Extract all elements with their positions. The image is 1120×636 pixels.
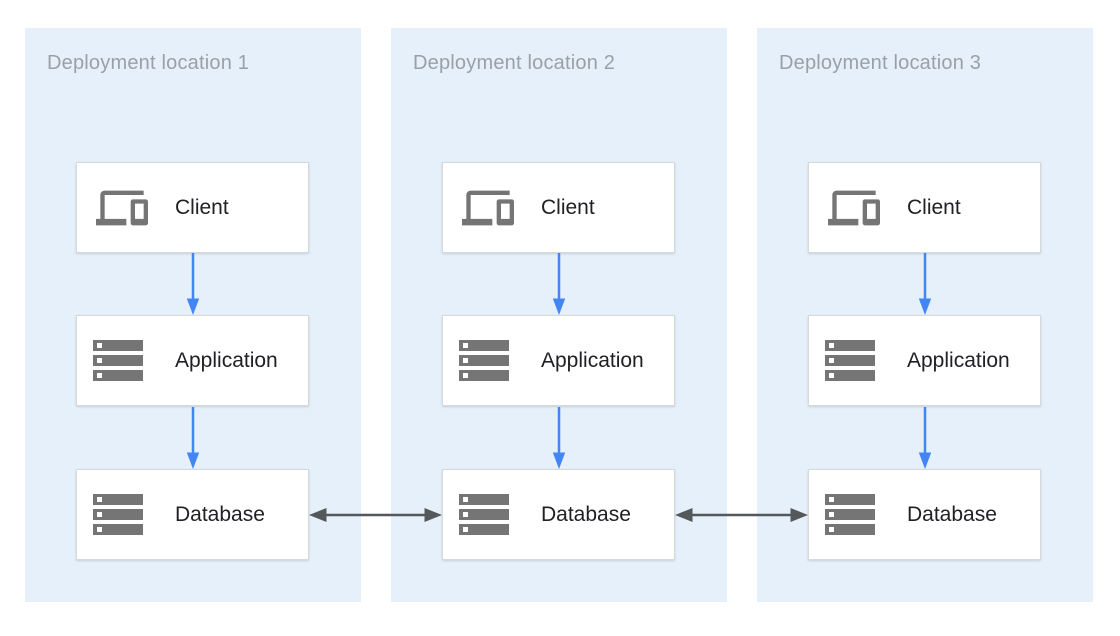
replication-arrow-db1-db2: [309, 508, 442, 522]
flow-arrow-client-to-application: [918, 253, 932, 315]
node-client: Client: [442, 162, 675, 253]
node-label: Client: [907, 195, 961, 219]
flow-arrow-application-to-database: [186, 407, 200, 469]
node-application: Application: [442, 315, 675, 406]
servers-icon: [93, 494, 151, 535]
node-application: Application: [808, 315, 1041, 406]
servers-icon: [825, 494, 883, 535]
servers-icon: [825, 340, 883, 381]
node-label: Database: [175, 502, 265, 526]
devices-icon: [825, 182, 883, 234]
node-label: Client: [175, 195, 229, 219]
flow-arrow-application-to-database: [552, 407, 566, 469]
replication-arrow-db2-db3: [675, 508, 808, 522]
node-client: Client: [76, 162, 309, 253]
deployment-location-panel-3: Deployment location 3 Client: [757, 28, 1093, 602]
node-label: Database: [907, 502, 997, 526]
node-label: Database: [541, 502, 631, 526]
node-label: Application: [175, 348, 278, 372]
node-application: Application: [76, 315, 309, 406]
flow-arrow-client-to-application: [552, 253, 566, 315]
node-database: Database: [442, 469, 675, 560]
devices-icon: [93, 182, 151, 234]
node-database: Database: [76, 469, 309, 560]
panel-title: Deployment location 3: [779, 52, 982, 74]
panel-title: Deployment location 1: [47, 52, 250, 74]
flow-arrow-application-to-database: [918, 407, 932, 469]
node-database: Database: [808, 469, 1041, 560]
servers-icon: [93, 340, 151, 381]
servers-icon: [459, 340, 517, 381]
node-label: Application: [541, 348, 644, 372]
flow-arrow-client-to-application: [186, 253, 200, 315]
panel-title: Deployment location 2: [413, 52, 616, 74]
node-label: Client: [541, 195, 595, 219]
node-label: Application: [907, 348, 1010, 372]
deployment-location-panel-1: Deployment location 1 Client: [25, 28, 361, 602]
servers-icon: [459, 494, 517, 535]
deployment-location-panel-2: Deployment location 2 Client: [391, 28, 727, 602]
node-client: Client: [808, 162, 1041, 253]
devices-icon: [459, 182, 517, 234]
